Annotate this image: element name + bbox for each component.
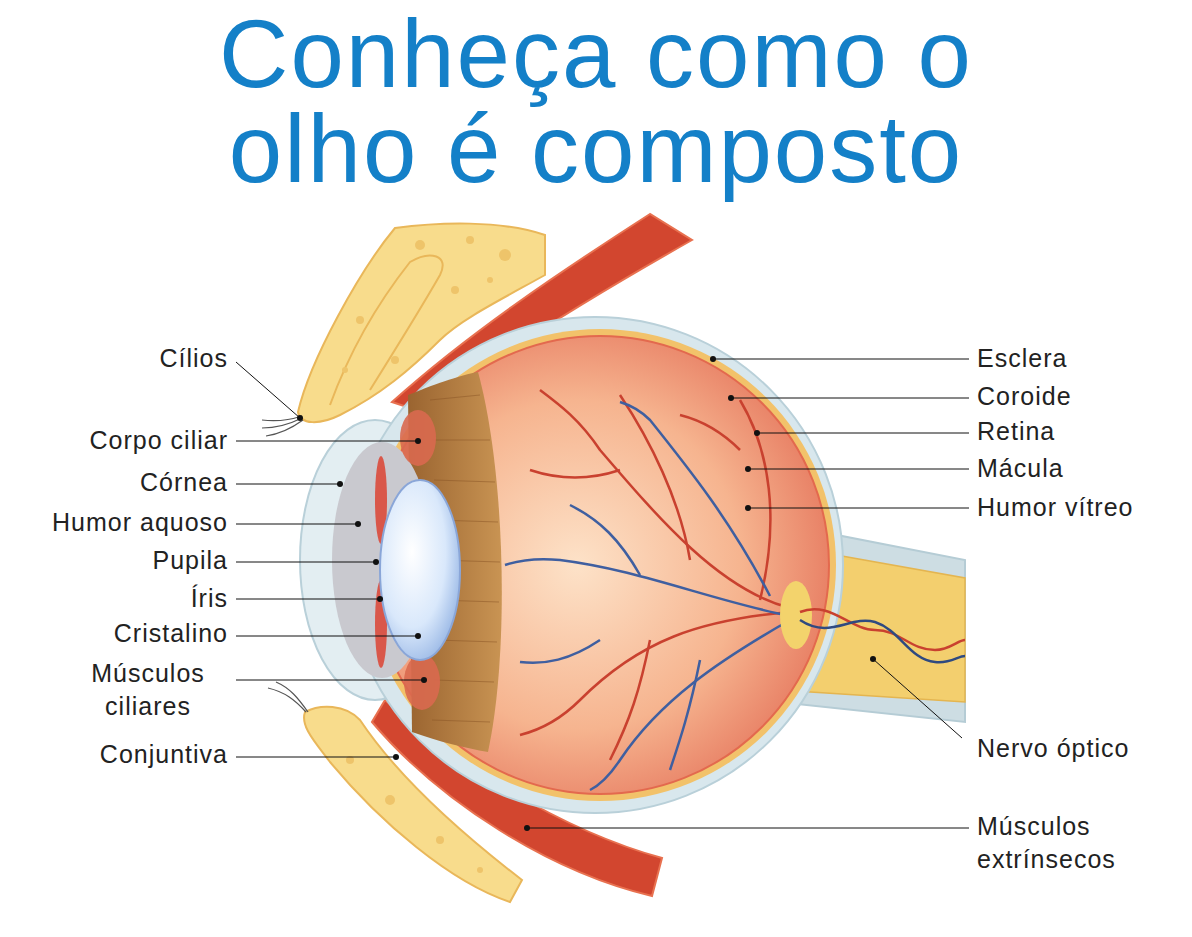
veins xyxy=(505,402,790,790)
ciliary-body xyxy=(400,410,436,466)
part-label: Coroide xyxy=(977,381,1072,411)
part-label: Esclera xyxy=(977,343,1067,373)
part-label: Cílios xyxy=(159,343,228,373)
part-label: Corpo ciliar xyxy=(90,425,228,455)
title: Conheça como o olho é composto xyxy=(166,6,1026,196)
part-label: Córnea xyxy=(140,467,228,497)
lens xyxy=(380,480,460,660)
sclera xyxy=(347,317,843,813)
central-artery xyxy=(800,609,965,650)
leader-lines xyxy=(236,359,969,828)
part-label: Humor vítreo xyxy=(977,492,1133,522)
part-label: Conjuntiva xyxy=(100,739,228,769)
optic-disc xyxy=(780,581,812,649)
part-label: Músculos extrínsecos xyxy=(977,810,1167,876)
central-vein xyxy=(800,620,965,662)
part-label: Humor aquoso xyxy=(52,507,228,537)
part-label: Pupila xyxy=(153,545,229,575)
retina xyxy=(371,336,829,794)
arteries xyxy=(520,390,790,760)
choroid xyxy=(364,329,836,801)
part-label: Músculos ciliares xyxy=(68,657,228,723)
part-label: Íris xyxy=(191,583,228,613)
part-label: Mácula xyxy=(977,453,1064,483)
part-label: Retina xyxy=(977,416,1055,446)
part-label: Nervo óptico xyxy=(977,733,1129,763)
part-label: Cristalino xyxy=(114,618,228,648)
ciliary-body xyxy=(404,654,440,710)
leader-dots xyxy=(297,356,876,831)
